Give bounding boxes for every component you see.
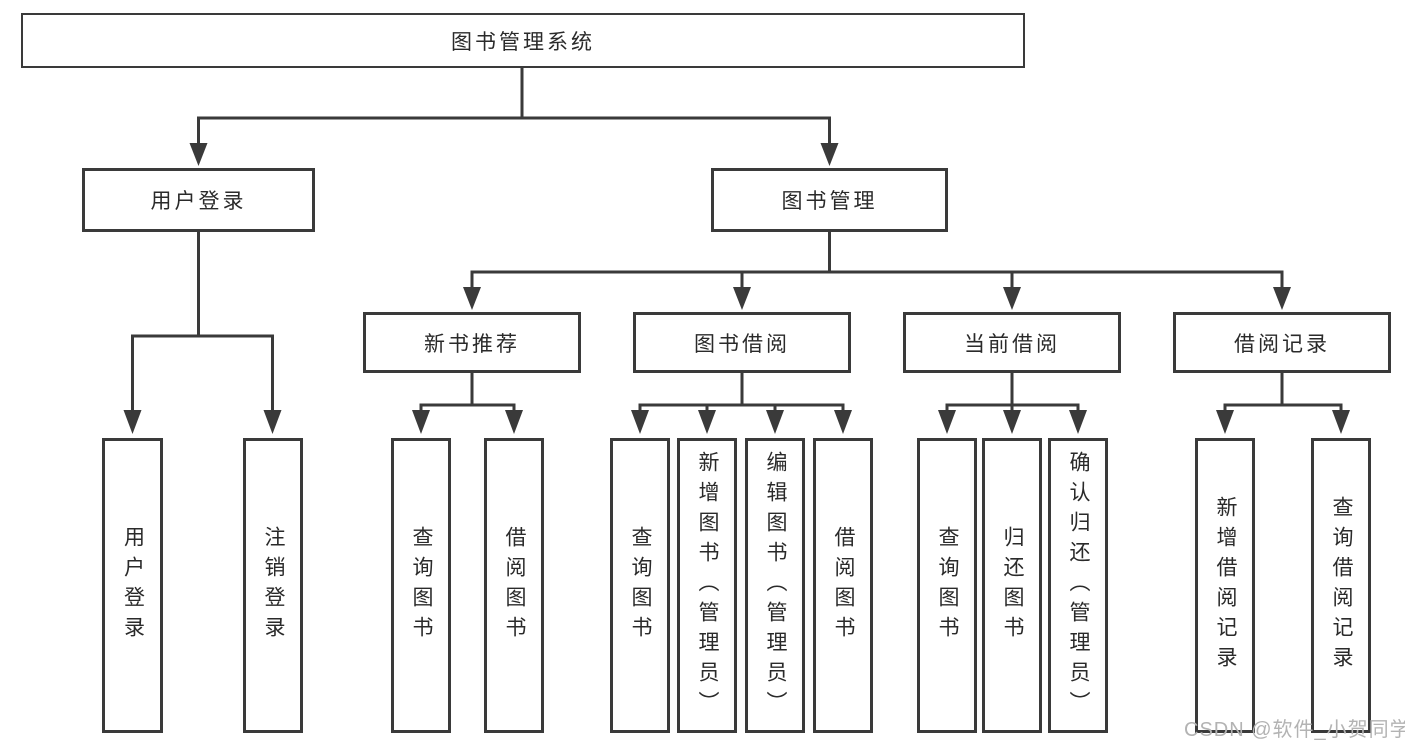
node-leaf-edit-book-admin: 编辑图书（管理员） bbox=[745, 438, 805, 733]
watermark: CSDN @软件_小贺同学 bbox=[1184, 719, 1405, 741]
connector-current-borrowing-to-leaves bbox=[945, 372, 1080, 414]
node-book-management: 图书管理 bbox=[711, 168, 948, 232]
node-new-book-recommendation: 新书推荐 bbox=[363, 312, 581, 373]
node-leaf-confirm-return-admin: 确认归还（管理员） bbox=[1048, 438, 1108, 733]
connector-new-book-recommendation-to-leaves bbox=[419, 372, 516, 414]
connector-user-login-to-leaves bbox=[131, 231, 274, 414]
node-leaf-query-books-current: 查询图书 bbox=[917, 438, 977, 733]
node-leaf-logout: 注销登录 bbox=[243, 438, 303, 733]
node-leaf-query-books-borrowing: 查询图书 bbox=[610, 438, 670, 733]
connector-book-management-to-level3 bbox=[470, 231, 1284, 290]
node-leaf-add-book-admin: 新增图书（管理员） bbox=[677, 438, 737, 733]
node-leaf-borrow-books-borrowing: 借阅图书 bbox=[813, 438, 873, 733]
node-borrowing-records: 借阅记录 bbox=[1173, 312, 1391, 373]
node-leaf-borrow-books-recommend: 借阅图书 bbox=[484, 438, 544, 733]
node-library-system: 图书管理系统 bbox=[21, 13, 1025, 68]
arrowheads bbox=[123, 143, 1350, 434]
node-current-borrowing: 当前借阅 bbox=[903, 312, 1121, 373]
node-leaf-query-borrow-record: 查询借阅记录 bbox=[1311, 438, 1371, 733]
node-book-borrowing: 图书借阅 bbox=[633, 312, 851, 373]
node-leaf-user-login: 用户登录 bbox=[102, 438, 163, 733]
node-leaf-add-borrow-record: 新增借阅记录 bbox=[1195, 438, 1255, 733]
connector-book-borrowing-to-leaves bbox=[638, 372, 845, 414]
node-leaf-query-books-recommend: 查询图书 bbox=[391, 438, 451, 733]
connector-root-to-level2 bbox=[197, 67, 831, 146]
connector-borrowing-records-to-leaves bbox=[1223, 372, 1343, 414]
node-user-login: 用户登录 bbox=[82, 168, 315, 232]
node-leaf-return-book: 归还图书 bbox=[982, 438, 1042, 733]
